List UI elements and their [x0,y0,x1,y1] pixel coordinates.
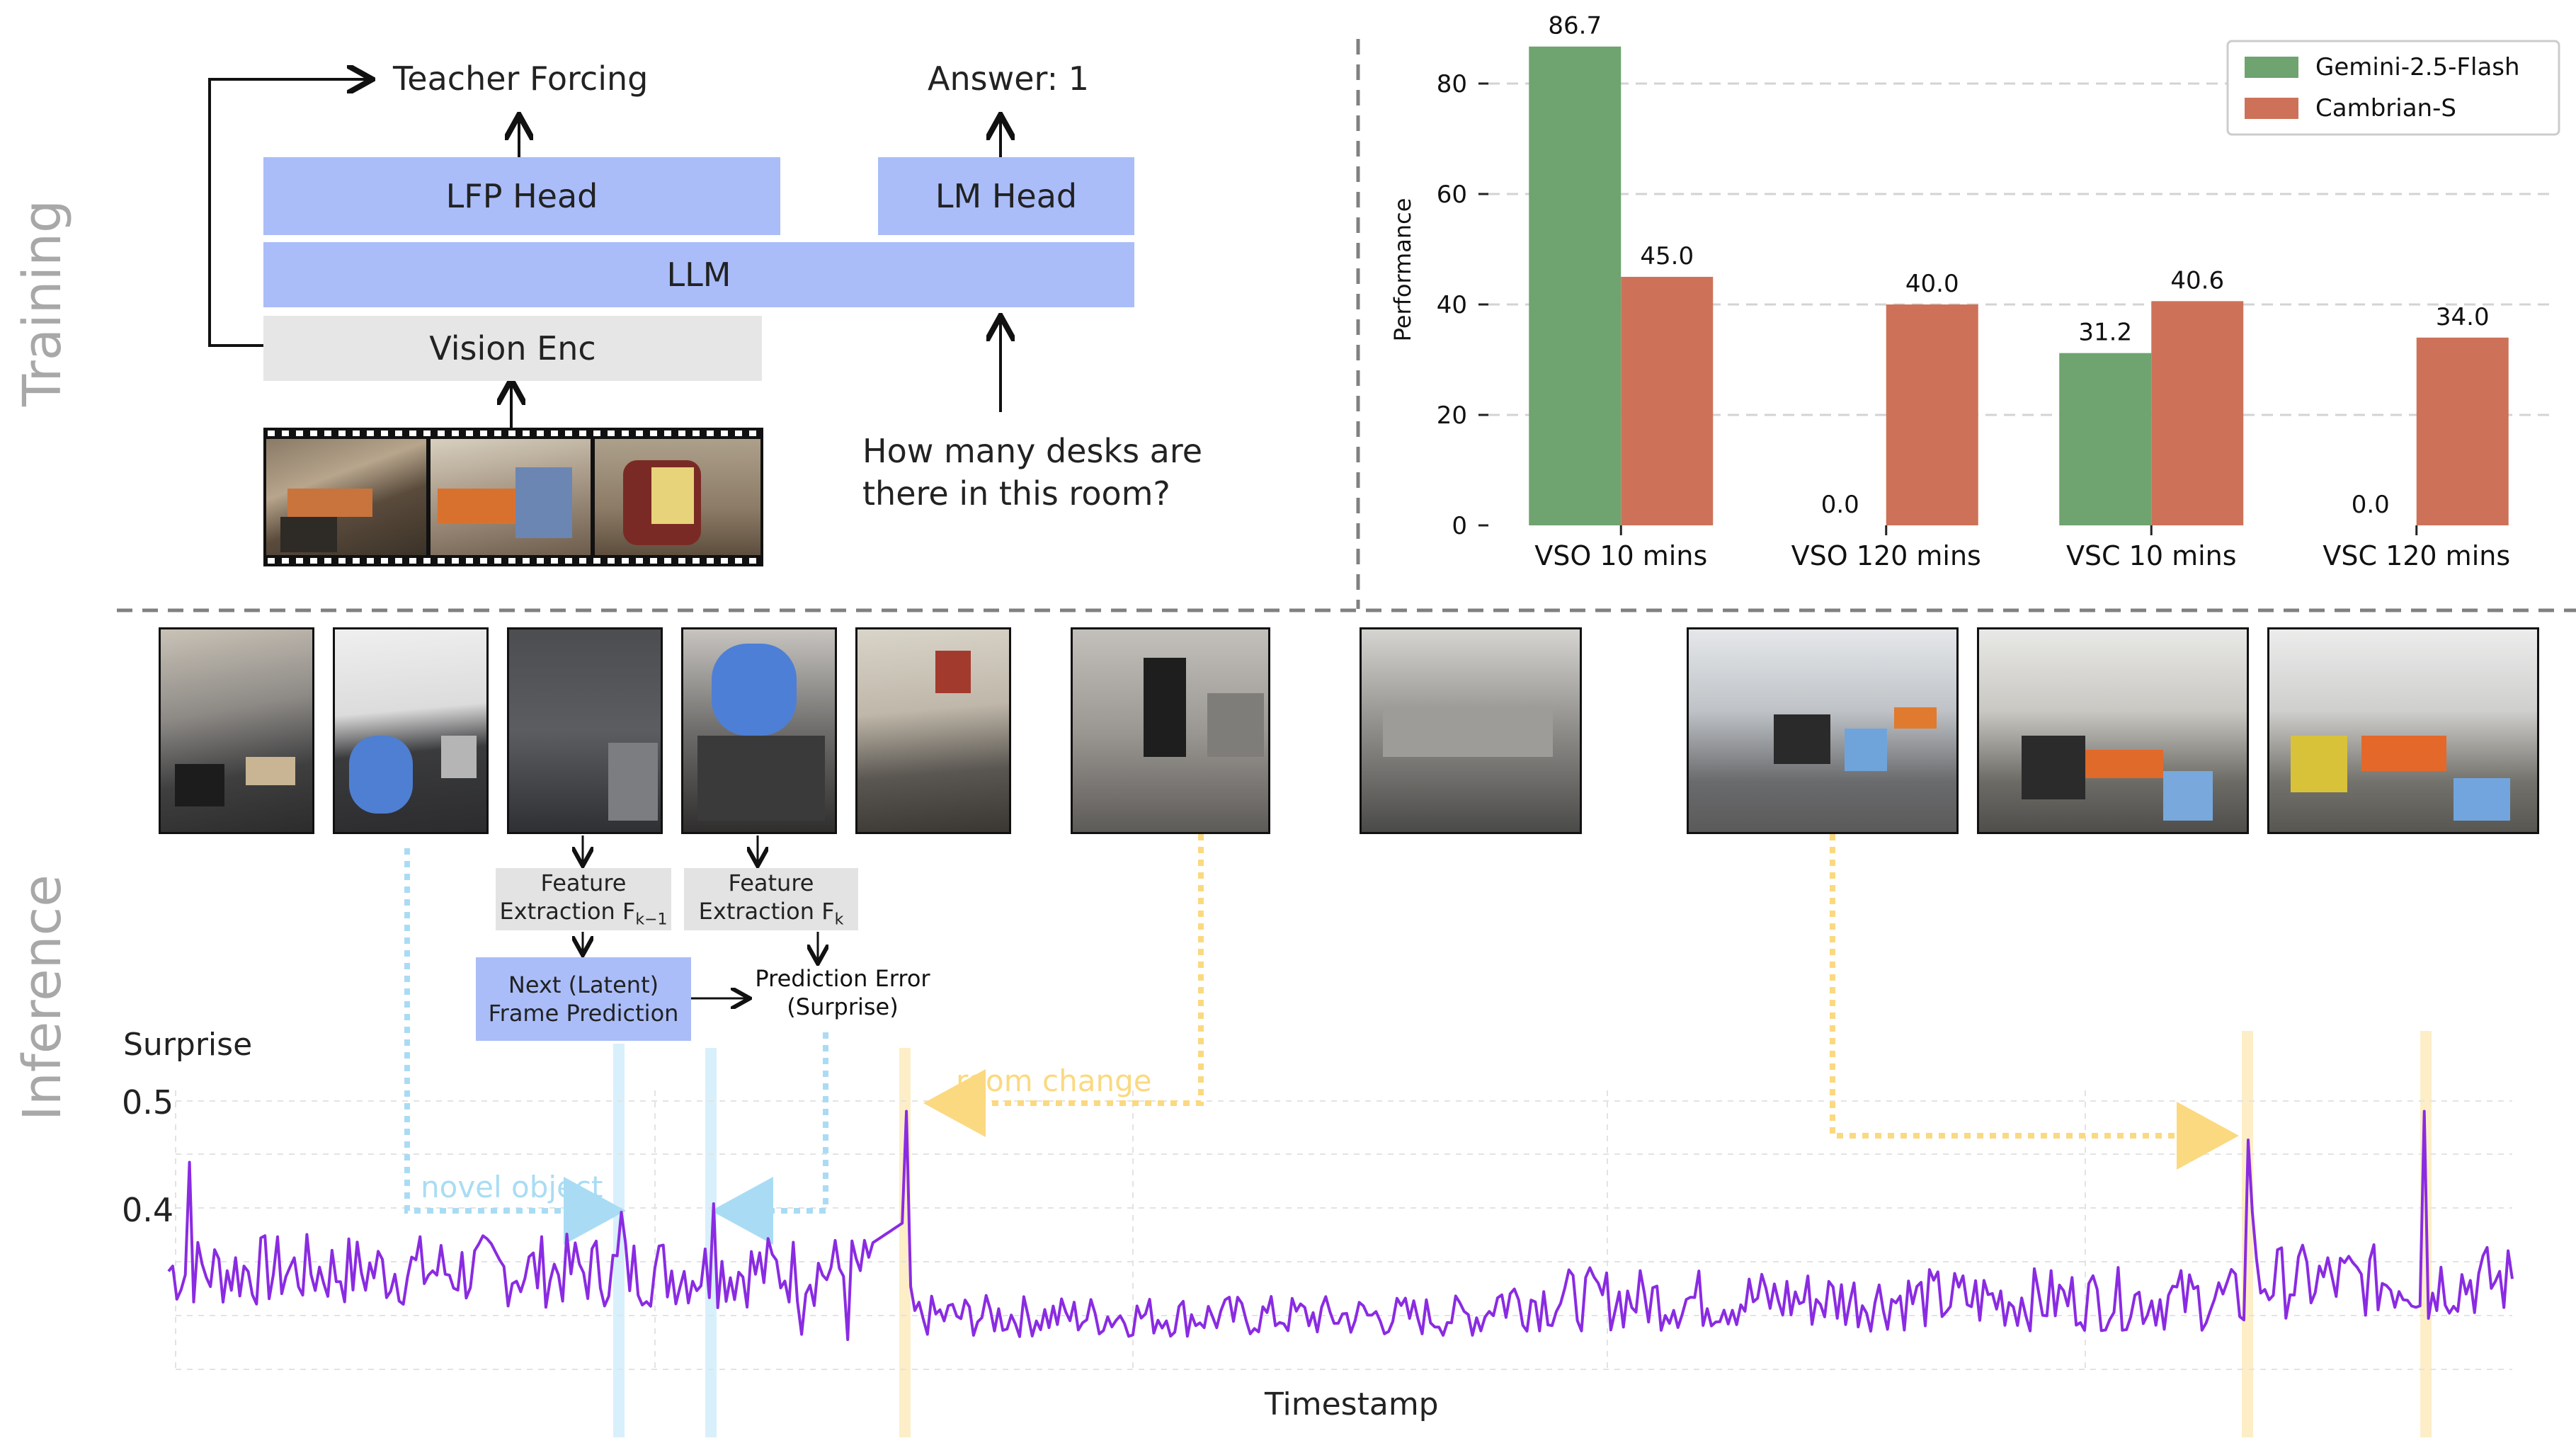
feature-prev-subscript: k−1 [635,911,668,929]
y-tick-label: 20 [1437,401,1467,430]
pred-error-line1: Prediction Error [755,965,930,992]
prediction-error-label: Prediction Error (Surprise) [743,964,942,1021]
video-film-strip [263,428,763,566]
film-perforations [268,430,756,564]
bar-1-1 [1886,304,1978,525]
bar-value-label: 40.0 [1905,270,1959,298]
bar-value-label: 31.2 [2078,319,2132,347]
frame-lounge-2 [1977,627,2249,834]
legend-label: Gemini-2.5-Flash [2315,53,2520,81]
question-line-1: How many desks are [862,432,1203,470]
lm-head-block: LM Head [878,157,1134,235]
surprise-axis-title: Surprise [123,1027,253,1063]
x-tick-label: VSO 120 mins [1791,540,1981,571]
y-tick-label: 80 [1437,70,1467,98]
bar-value-label: 40.6 [2170,266,2224,295]
bar-0-2 [2059,353,2152,525]
frame-bin-stitch [681,627,837,834]
novel-object-label: novel object [421,1170,603,1204]
frame-kitchen-stove [159,627,314,834]
film-frame-office-1 [266,439,426,555]
question-line-2: there in this room? [862,474,1170,513]
timestamp-axis-title: Timestamp [1265,1386,1439,1422]
frame-waiting-chairs [1360,627,1582,834]
legend-label: Cambrian-S [2315,94,2456,122]
film-frame-office-2 [431,439,591,555]
feature-extraction-prev-box: Feature Extraction Fk−1 [496,868,671,930]
vision-enc-block: Vision Enc [263,316,762,381]
bar-1-2 [2151,301,2244,525]
pred-error-line2: (Surprise) [787,993,899,1020]
y-tick-0-4: 0.4 [122,1191,174,1229]
surprise-plot [167,834,2514,1437]
lfp-head-block: LFP Head [263,157,780,235]
y-axis-title: Performance [1389,198,1416,342]
teacher-forcing-label: Teacher Forcing [393,59,649,98]
y-tick-0-5: 0.5 [122,1083,174,1122]
feature-cur-line1: Feature [728,869,814,897]
y-tick-label: 0 [1452,512,1467,540]
bar-value-label: 0.0 [1821,491,1859,519]
y-tick-label: 60 [1437,181,1467,209]
x-tick-label: VSO 10 mins [1534,540,1707,571]
feature-prev-line2: Extraction Fk−1 [499,898,668,929]
bar-1-0 [1621,277,1714,525]
feature-extraction-cur-box: Feature Extraction Fk [684,868,858,930]
surprise-series-line [167,1110,2514,1341]
y-tick-label: 40 [1437,291,1467,319]
frame-office-desk [855,627,1011,834]
x-tick-label: VSC 10 mins [2066,540,2237,571]
feature-cur-line2: Extraction Fk [698,898,844,929]
next-frame-prediction-box: Next (Latent) Frame Prediction [476,957,691,1041]
bar-value-label: 45.0 [1640,242,1694,270]
bar-value-label: 86.7 [1548,12,1602,40]
bar-value-label: 34.0 [2436,303,2490,331]
llm-block: LLM [263,242,1134,307]
bar-1-3 [2416,337,2509,525]
frame-fridge [507,627,663,834]
feature-prev-line1: Feature [540,869,627,897]
next-pred-line1: Next (Latent) [508,971,659,998]
legend-swatch [2245,57,2298,78]
x-tick-label: VSC 120 mins [2323,540,2510,571]
frame-lounge-1 [1687,627,1959,834]
frame-kitchen-stitch [333,627,489,834]
room-change-label: room change [956,1063,1152,1098]
frame-hallway-chairs [1071,627,1270,834]
feature-cur-subscript: k [834,911,844,929]
legend-swatch [2245,98,2298,119]
film-frame-armchair [595,439,760,555]
answer-label: Answer: 1 [928,59,1090,98]
next-pred-line2: Frame Prediction [488,1000,679,1027]
bar-0-0 [1529,46,1622,526]
training-arrows [208,0,1147,428]
legend-box [2226,40,2560,136]
bar-value-label: 0.0 [2352,491,2390,519]
frame-lounge-3 [2267,627,2539,834]
